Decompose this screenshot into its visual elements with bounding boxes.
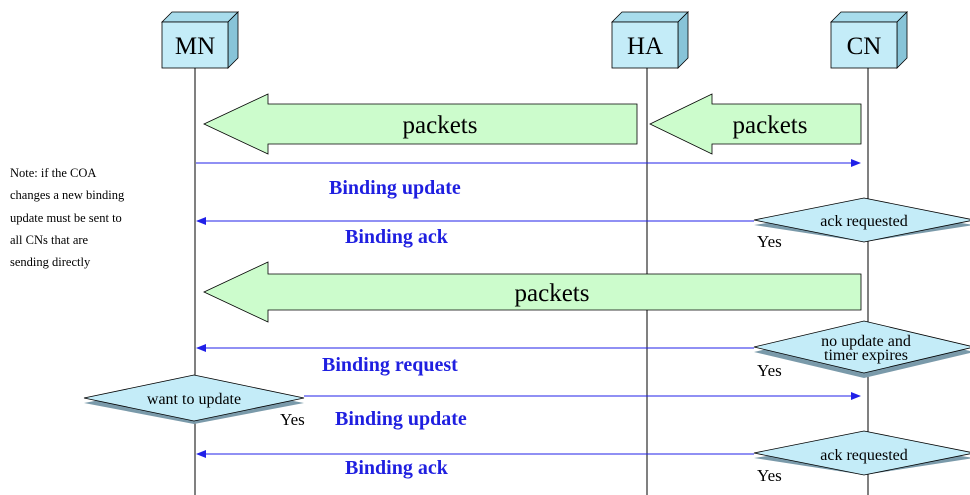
note-line: changes a new binding [10,188,125,202]
decision-label: timer expires [824,347,908,364]
node-cn-label: CN [847,33,882,60]
packet-arrow-ha-to-mn: packets [203,93,638,155]
packet-arrow-cn-to-ha: packets [649,93,862,155]
note-line: Note: if the COA [10,166,96,180]
note-line: update must be sent to [10,211,122,225]
message-label: Binding update [335,408,467,430]
packet-label: packets [403,112,478,139]
decision-label: want to update [147,391,241,408]
yes-label: Yes [757,466,782,485]
node-mn: MN [161,11,239,69]
node-cn: CN [830,11,908,69]
message-label: Binding update [329,177,461,199]
message-label: Binding ack [345,226,449,248]
packet-label: packets [733,112,808,139]
message-label: Binding ack [345,457,449,479]
packet-arrow-cn-to-mn: packets [203,261,862,323]
yes-label: Yes [757,232,782,251]
node-ha-label: HA [627,33,663,60]
note-text: Note: if the COA changes a new binding u… [10,166,125,269]
decision-label: ack requested [820,213,908,230]
decision-label: no update and [821,333,911,350]
packet-label: packets [515,280,590,307]
yes-label: Yes [757,361,782,380]
decision-label: ack requested [820,447,908,464]
decision-want-to-update: want to update [83,374,305,424]
yes-label: Yes [280,410,305,429]
decision-ack-requested: ack requested [753,430,970,476]
node-ha: HA [611,11,689,69]
decision-no-update-timer-expires: no update and timer expires [753,320,970,378]
message-label: Binding request [322,354,458,376]
note-line: all CNs that are [10,233,89,247]
decision-ack-requested: ack requested [753,197,970,243]
note-line: sending directly [10,255,91,269]
node-mn-label: MN [175,33,215,60]
